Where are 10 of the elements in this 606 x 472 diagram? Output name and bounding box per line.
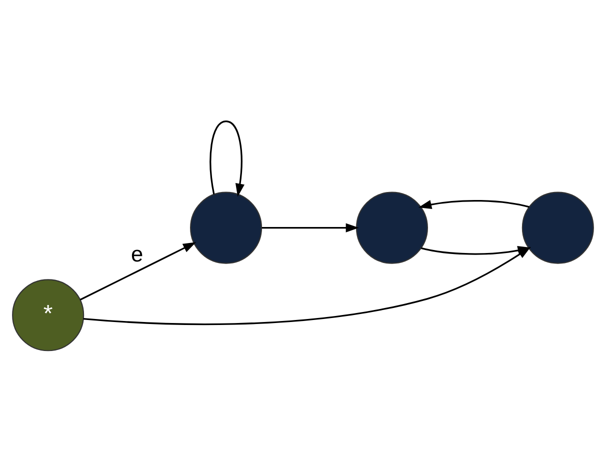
arrow — [262, 223, 359, 232]
edge-label: e — [130, 242, 144, 267]
node-circle — [522, 192, 594, 264]
arrow — [418, 200, 530, 210]
arrow — [210, 120, 244, 197]
node-circle — [356, 192, 428, 264]
node-circle — [190, 192, 262, 264]
node-circle: * — [12, 279, 84, 352]
arrow — [421, 246, 531, 255]
arrow — [80, 242, 196, 300]
